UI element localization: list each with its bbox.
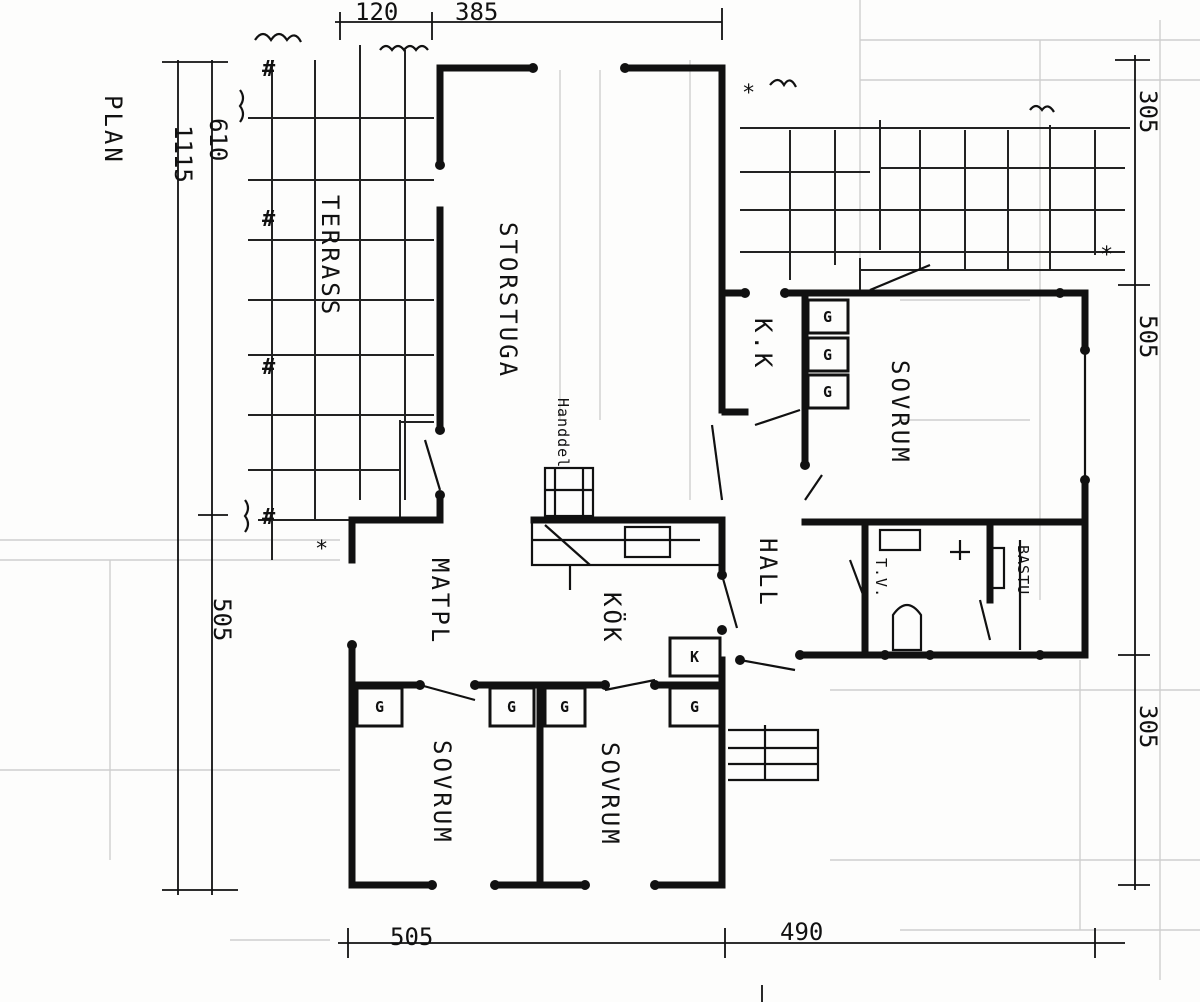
- closet-label-g: G: [507, 698, 517, 716]
- dim-right-mid: 505: [1134, 315, 1162, 358]
- room-bastu: BASTU: [1014, 545, 1032, 595]
- room-kok: KÖK: [598, 592, 627, 644]
- room-sovrum-right: SOVRUM: [596, 742, 624, 847]
- background-faint-lines: [0, 0, 1200, 980]
- room-sovrum-left: SOVRUM: [428, 740, 456, 845]
- terrace-paving-grid: [248, 45, 434, 560]
- svg-text:#: #: [262, 57, 276, 82]
- dim-left-upper: 610: [204, 118, 232, 161]
- dim-top-a: 120: [355, 0, 398, 26]
- closet-label-k: K: [690, 648, 700, 666]
- dim-left-lower: 505: [208, 598, 236, 641]
- plan-title: PLAN: [99, 95, 127, 165]
- svg-text:#: #: [262, 207, 276, 232]
- door-swings: [419, 263, 1087, 702]
- closet-label-g: G: [823, 383, 833, 401]
- dim-left-total: 1115: [169, 125, 197, 183]
- dim-right-upper: 305: [1134, 90, 1162, 133]
- svg-text:*: *: [1100, 243, 1113, 268]
- room-tv: T.V.: [872, 558, 890, 598]
- closet-label-g: G: [823, 346, 833, 364]
- exterior-walls: [348, 64, 1089, 889]
- closet-label-g: G: [823, 308, 833, 326]
- closet-label-g: G: [690, 698, 700, 716]
- fixtures: * * *: [315, 81, 1113, 782]
- closet-label-g: G: [375, 698, 385, 716]
- room-storstuga: STORSTUGA: [494, 222, 522, 379]
- room-hand-note: Handdel: [554, 398, 572, 468]
- terrace-posts: # # # #: [262, 57, 276, 530]
- room-hall: HALL: [754, 538, 782, 608]
- closet-boxes: [355, 298, 850, 728]
- dimension-lines: [162, 8, 1150, 1002]
- right-terrace-paving-grid: [740, 120, 1130, 290]
- dim-top-b: 385: [455, 0, 498, 26]
- room-kk: K.K: [749, 318, 777, 370]
- room-labels: PLAN TERRASS STORSTUGA Handdel K.K SOVRU…: [99, 95, 1032, 847]
- dimension-values: 120 385 1115 610 505 505 490 305 505 305: [169, 0, 1162, 951]
- vegetation-scribbles: [238, 32, 1055, 533]
- closet-label-g: G: [560, 698, 570, 716]
- svg-text:#: #: [262, 355, 276, 380]
- dim-bottom-left: 505: [390, 923, 433, 951]
- closet-labels: G G G G G G K G: [375, 308, 833, 716]
- svg-text:#: #: [262, 505, 276, 530]
- dim-right-lower: 305: [1134, 705, 1162, 748]
- room-matpl: MATPL: [426, 558, 454, 645]
- room-terrass: TERRASS: [316, 195, 344, 317]
- svg-text:*: *: [742, 81, 755, 106]
- wall-posts: [347, 63, 1090, 890]
- svg-text:*: *: [315, 537, 328, 562]
- dim-bottom-right: 490: [780, 918, 823, 946]
- room-sovrum-top: SOVRUM: [886, 360, 914, 465]
